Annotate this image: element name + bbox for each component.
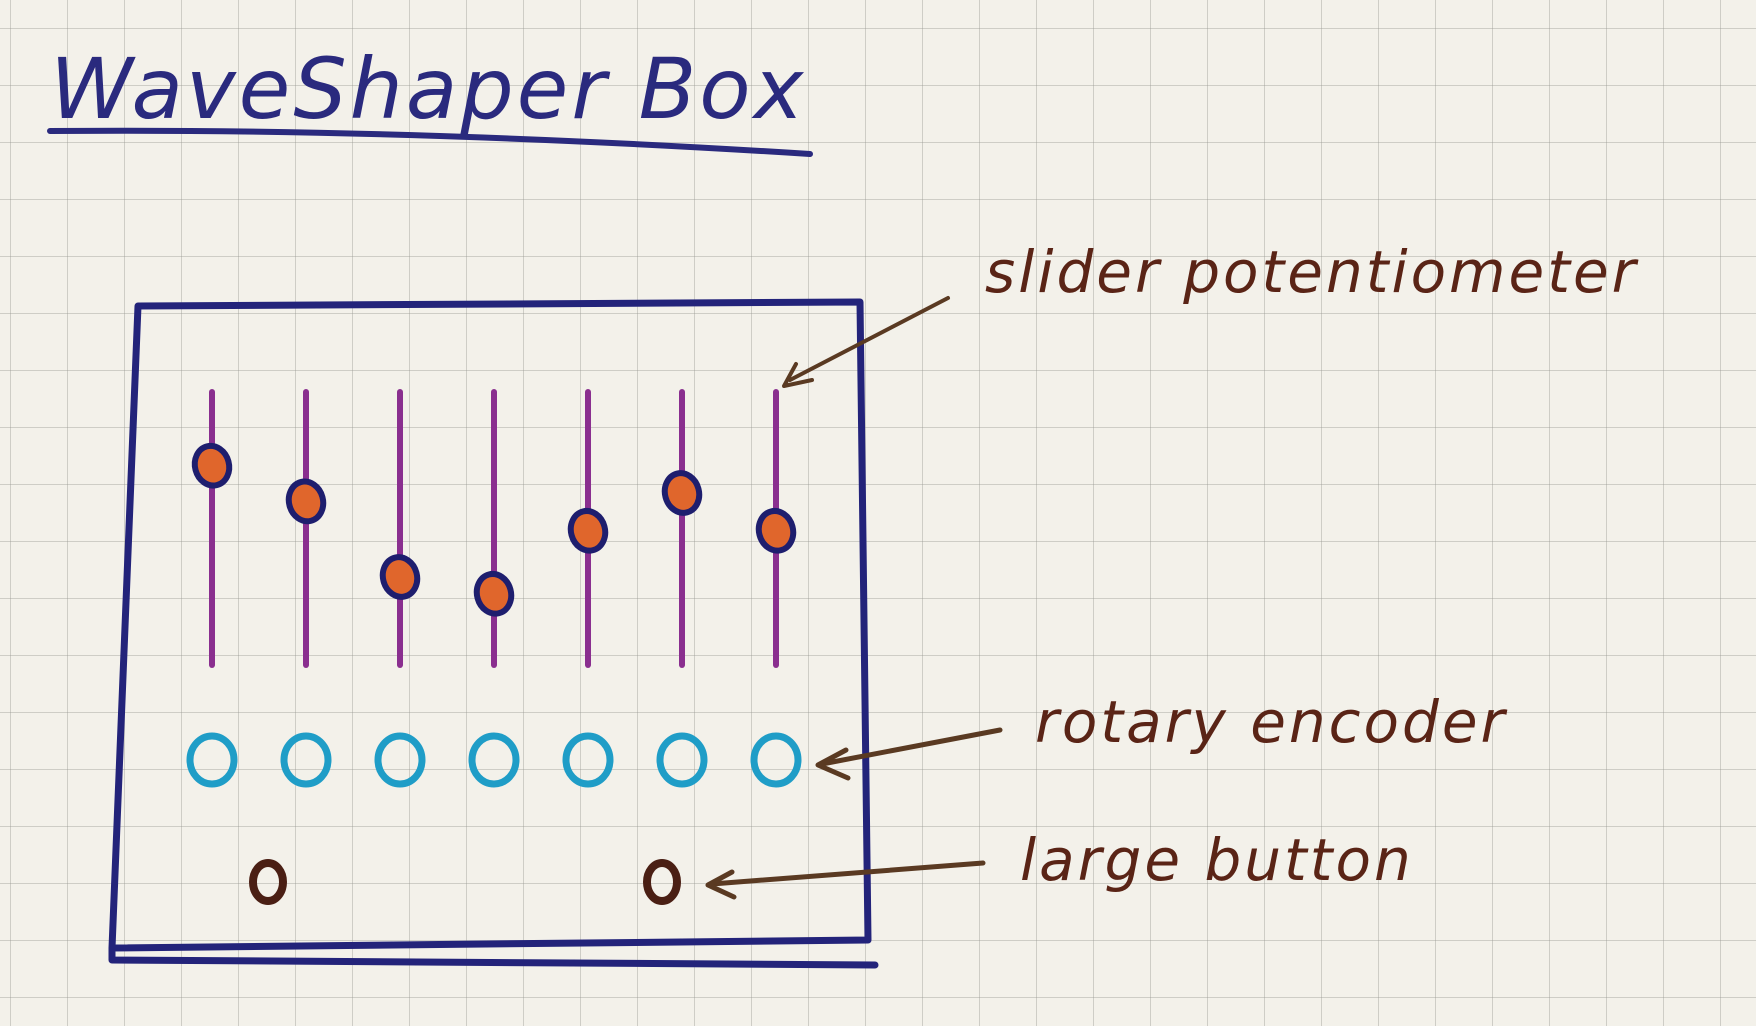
title-underline	[47, 127, 813, 157]
slider-knob-4[interactable]	[472, 570, 515, 617]
rotary-encoder-4[interactable]	[468, 732, 520, 788]
button-group	[249, 859, 681, 905]
slider-knob-1[interactable]	[190, 442, 233, 489]
button-label: large button	[1020, 826, 1414, 894]
slider-label: slider potentiometer	[985, 238, 1639, 306]
rotary-encoder-2[interactable]	[280, 732, 332, 788]
rotary-encoder-7[interactable]	[750, 732, 802, 788]
slider-knob-2[interactable]	[284, 478, 327, 525]
rotary-encoder-5[interactable]	[562, 732, 614, 788]
slider-knob-3[interactable]	[378, 553, 421, 600]
slider-knob-7[interactable]	[754, 507, 797, 554]
device-box	[108, 298, 879, 969]
slider-knob-6[interactable]	[660, 469, 703, 516]
rotary-encoder-1[interactable]	[186, 732, 238, 788]
large-button-2[interactable]	[643, 859, 681, 905]
rotary-encoder-6[interactable]	[656, 732, 708, 788]
slider-knob-5[interactable]	[566, 507, 609, 554]
encoder-arrow	[815, 727, 1003, 781]
button-arrow	[705, 860, 986, 900]
rotary-encoder-3[interactable]	[374, 732, 426, 788]
large-button-1[interactable]	[249, 859, 287, 905]
encoder-label: rotary encoder	[1035, 688, 1508, 756]
encoder-group	[186, 732, 802, 788]
diagram-title: WaveShaper Box	[50, 40, 806, 138]
slider-group	[190, 389, 797, 668]
slider-arrow	[782, 296, 950, 388]
